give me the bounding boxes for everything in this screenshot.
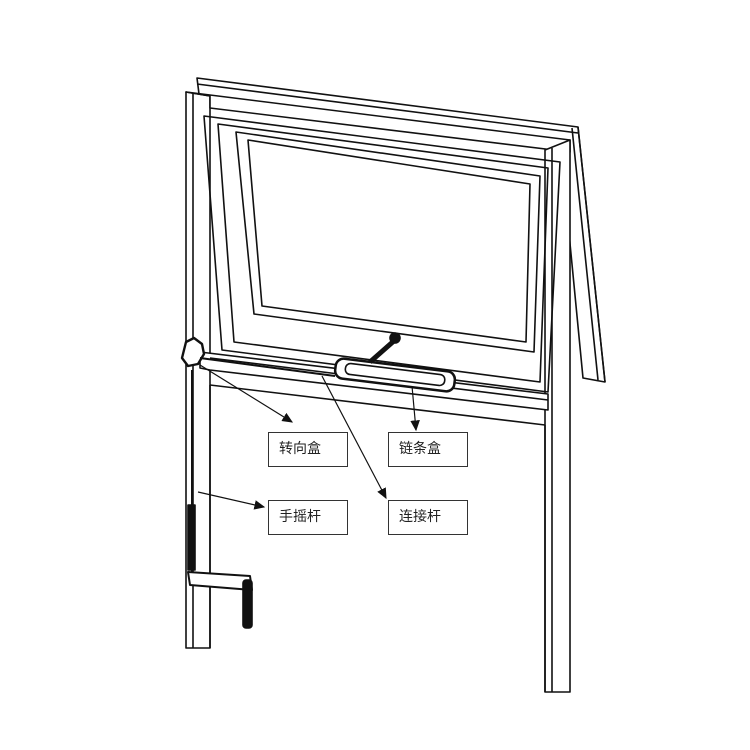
arrow-connecting-rod (321, 375, 387, 500)
arrow-steering-box (199, 364, 294, 423)
arrow-hand-crank (197, 491, 266, 510)
glass-frame (203, 115, 561, 393)
chain-box (333, 332, 457, 393)
label-hand-crank: 手摇杆 (268, 500, 348, 535)
label-steering-box: 转向盒 (268, 432, 348, 467)
label-chain-box: 链条盒 (388, 432, 468, 467)
steering-box (180, 336, 336, 377)
label-connecting-rod: 连接杆 (388, 500, 468, 535)
hand-crank (187, 370, 253, 629)
pointer-arrows (197, 364, 420, 510)
arrow-chain-box (410, 385, 420, 432)
